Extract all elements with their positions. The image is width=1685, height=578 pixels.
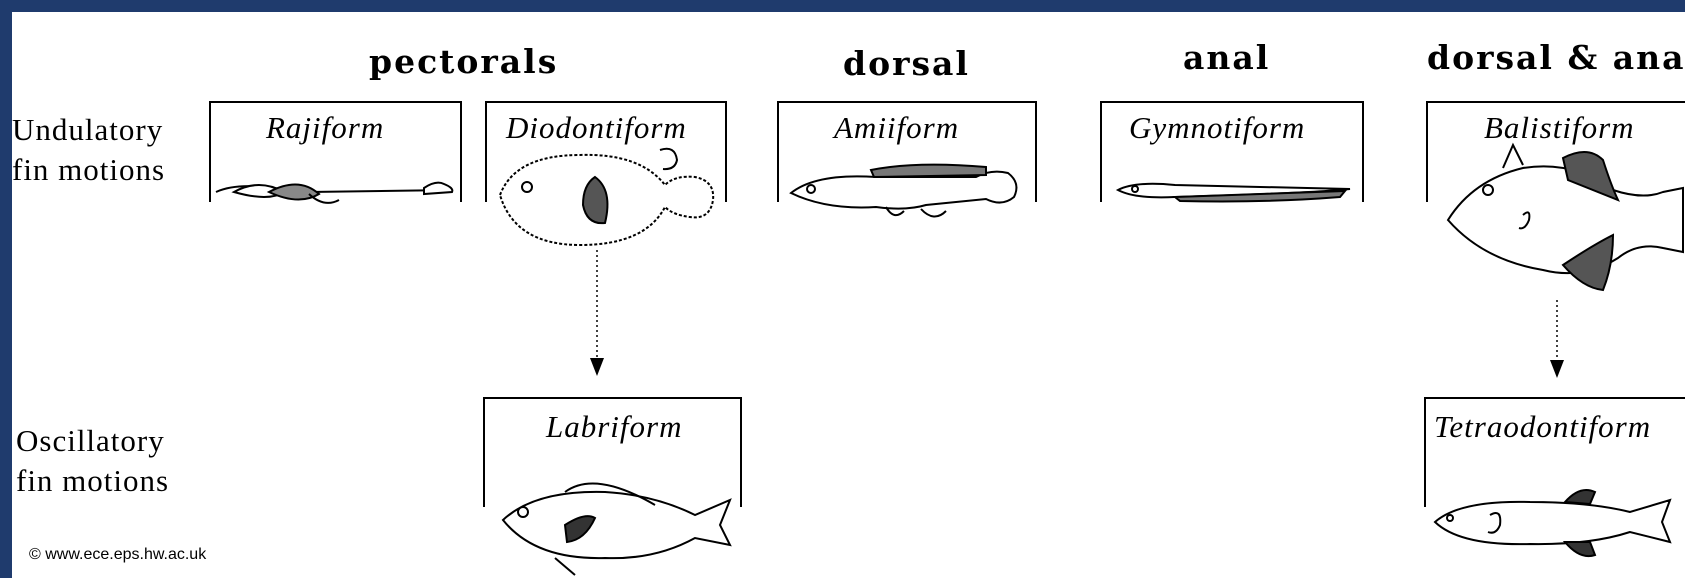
column-heading-anal: anal	[1183, 38, 1270, 77]
label-labriform: Labriform	[546, 409, 682, 445]
label-amiiform: Amiiform	[834, 110, 959, 146]
label-diodontiform: Diodontiform	[506, 110, 687, 146]
row-label-undulatory-text: Undulatory fin motions	[12, 110, 165, 190]
gymnotiform-fish-drawing	[1115, 175, 1355, 210]
column-heading-dorsal-anal: dorsal & anal	[1427, 38, 1685, 77]
column-heading-dorsal: dorsal	[843, 44, 970, 83]
credit-text: © www.ece.eps.hw.ac.uk	[29, 546, 206, 564]
label-rajiform: Rajiform	[266, 110, 384, 146]
row-label-oscillatory: Oscillatory fin motions	[16, 421, 169, 501]
row-label-undulatory: Undulatory fin motions	[12, 110, 165, 190]
amiiform-fish-drawing	[786, 155, 1026, 230]
row-label-oscillatory-text: Oscillatory fin motions	[16, 421, 169, 501]
rajiform-fish-drawing	[214, 170, 454, 220]
arrow-diodontiform-to-labriform	[590, 250, 604, 380]
label-gymnotiform: Gymnotiform	[1129, 110, 1305, 146]
balistiform-fish-drawing	[1443, 140, 1685, 315]
labriform-fish-drawing	[495, 470, 735, 578]
tetraodontiform-fish-drawing	[1430, 480, 1680, 565]
column-heading-pectorals: pectorals	[369, 42, 558, 81]
label-tetraodontiform: Tetraodontiform	[1434, 409, 1651, 445]
diodontiform-fish-drawing	[495, 145, 725, 255]
